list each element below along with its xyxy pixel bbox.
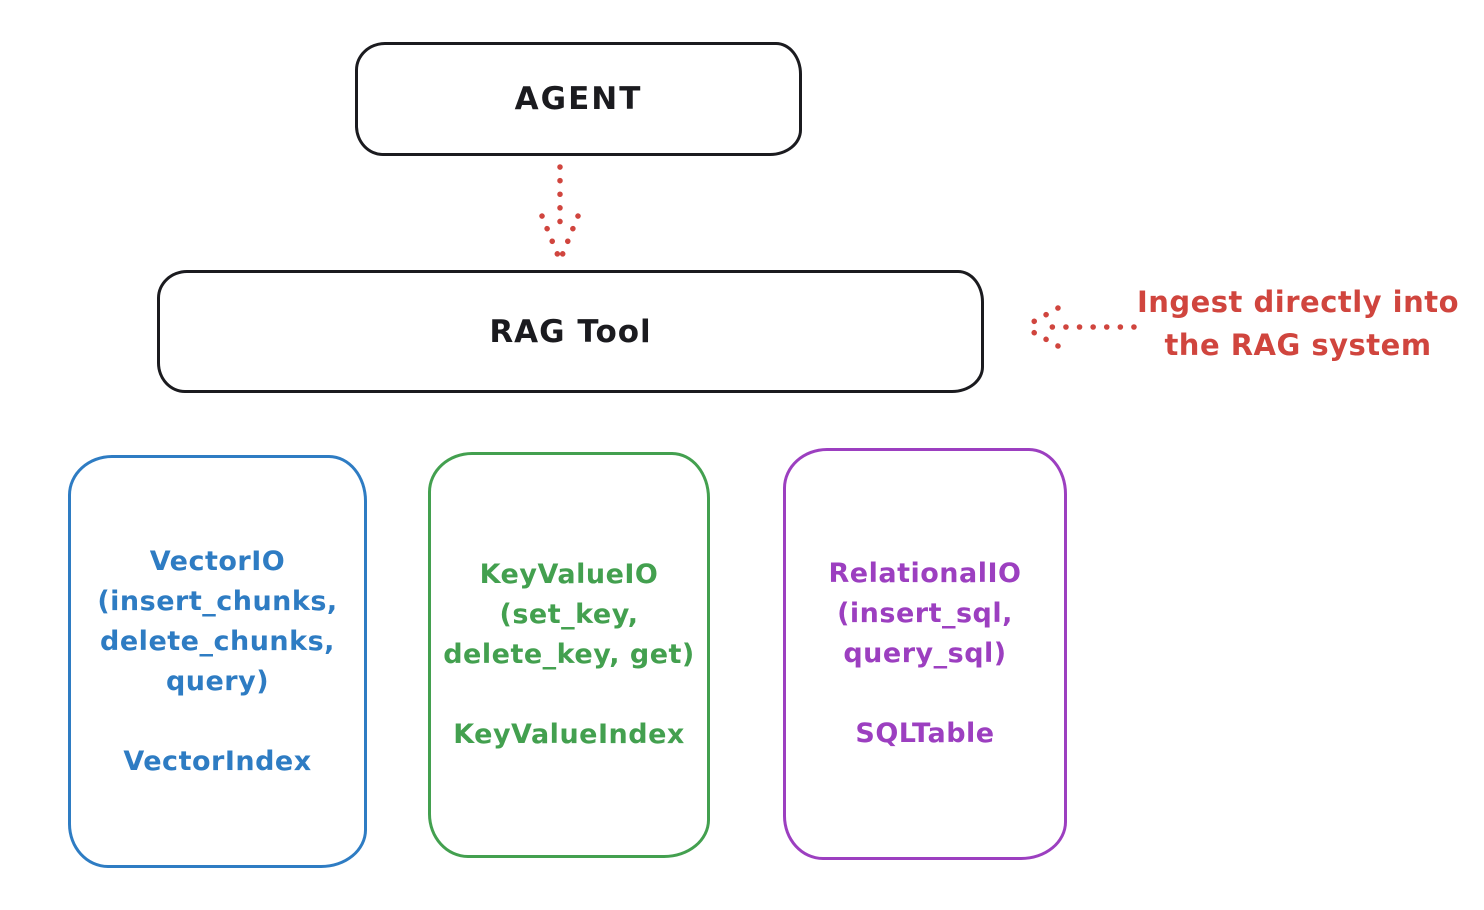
io-line: RelationalIO [828, 558, 1022, 589]
io-line: query) [165, 665, 270, 697]
io-line: delete_chunks, [100, 625, 335, 657]
io-line: (insert_sql, [837, 598, 1013, 629]
relational-io-box[interactable]: RelationalIO (insert_sql, query_sql) SQL… [783, 448, 1067, 860]
keyvalue-io-box[interactable]: KeyValueIO (set_key, delete_key, get) Ke… [428, 452, 710, 858]
ingest-annotation-line2: the RAG system [1164, 328, 1432, 362]
rag-tool-label: RAG Tool [489, 313, 652, 350]
agent-label: AGENT [514, 81, 643, 117]
vector-index-label: VectorIndex [123, 745, 312, 777]
io-line: VectorIO [149, 545, 286, 577]
agent-to-ragtool-arrow-icon [539, 164, 581, 261]
ingest-arrow-icon [1021, 305, 1137, 349]
io-line: delete_key, get) [443, 639, 695, 670]
sqltable-label: SQLTable [855, 718, 995, 749]
io-line: KeyValueIO [479, 559, 659, 590]
ingest-annotation-line1: Ingest directly into [1136, 285, 1460, 319]
rag-tool-box[interactable]: RAG Tool [157, 270, 984, 393]
agent-box[interactable]: AGENT [355, 42, 802, 156]
keyvalue-io-function-list: KeyValueIO (set_key, delete_key, get) [443, 555, 695, 675]
keyvalue-index-label: KeyValueIndex [453, 719, 685, 750]
io-line: (set_key, [499, 599, 639, 630]
io-line: query_sql) [843, 638, 1007, 669]
io-line: (insert_chunks, [97, 585, 338, 617]
ingest-annotation: Ingest directly into the RAG system [1128, 281, 1468, 367]
relational-io-function-list: RelationalIO (insert_sql, query_sql) [829, 554, 1022, 674]
vector-io-box[interactable]: VectorIO (insert_chunks, delete_chunks, … [68, 455, 367, 868]
vector-io-function-list: VectorIO (insert_chunks, delete_chunks, … [97, 542, 337, 702]
